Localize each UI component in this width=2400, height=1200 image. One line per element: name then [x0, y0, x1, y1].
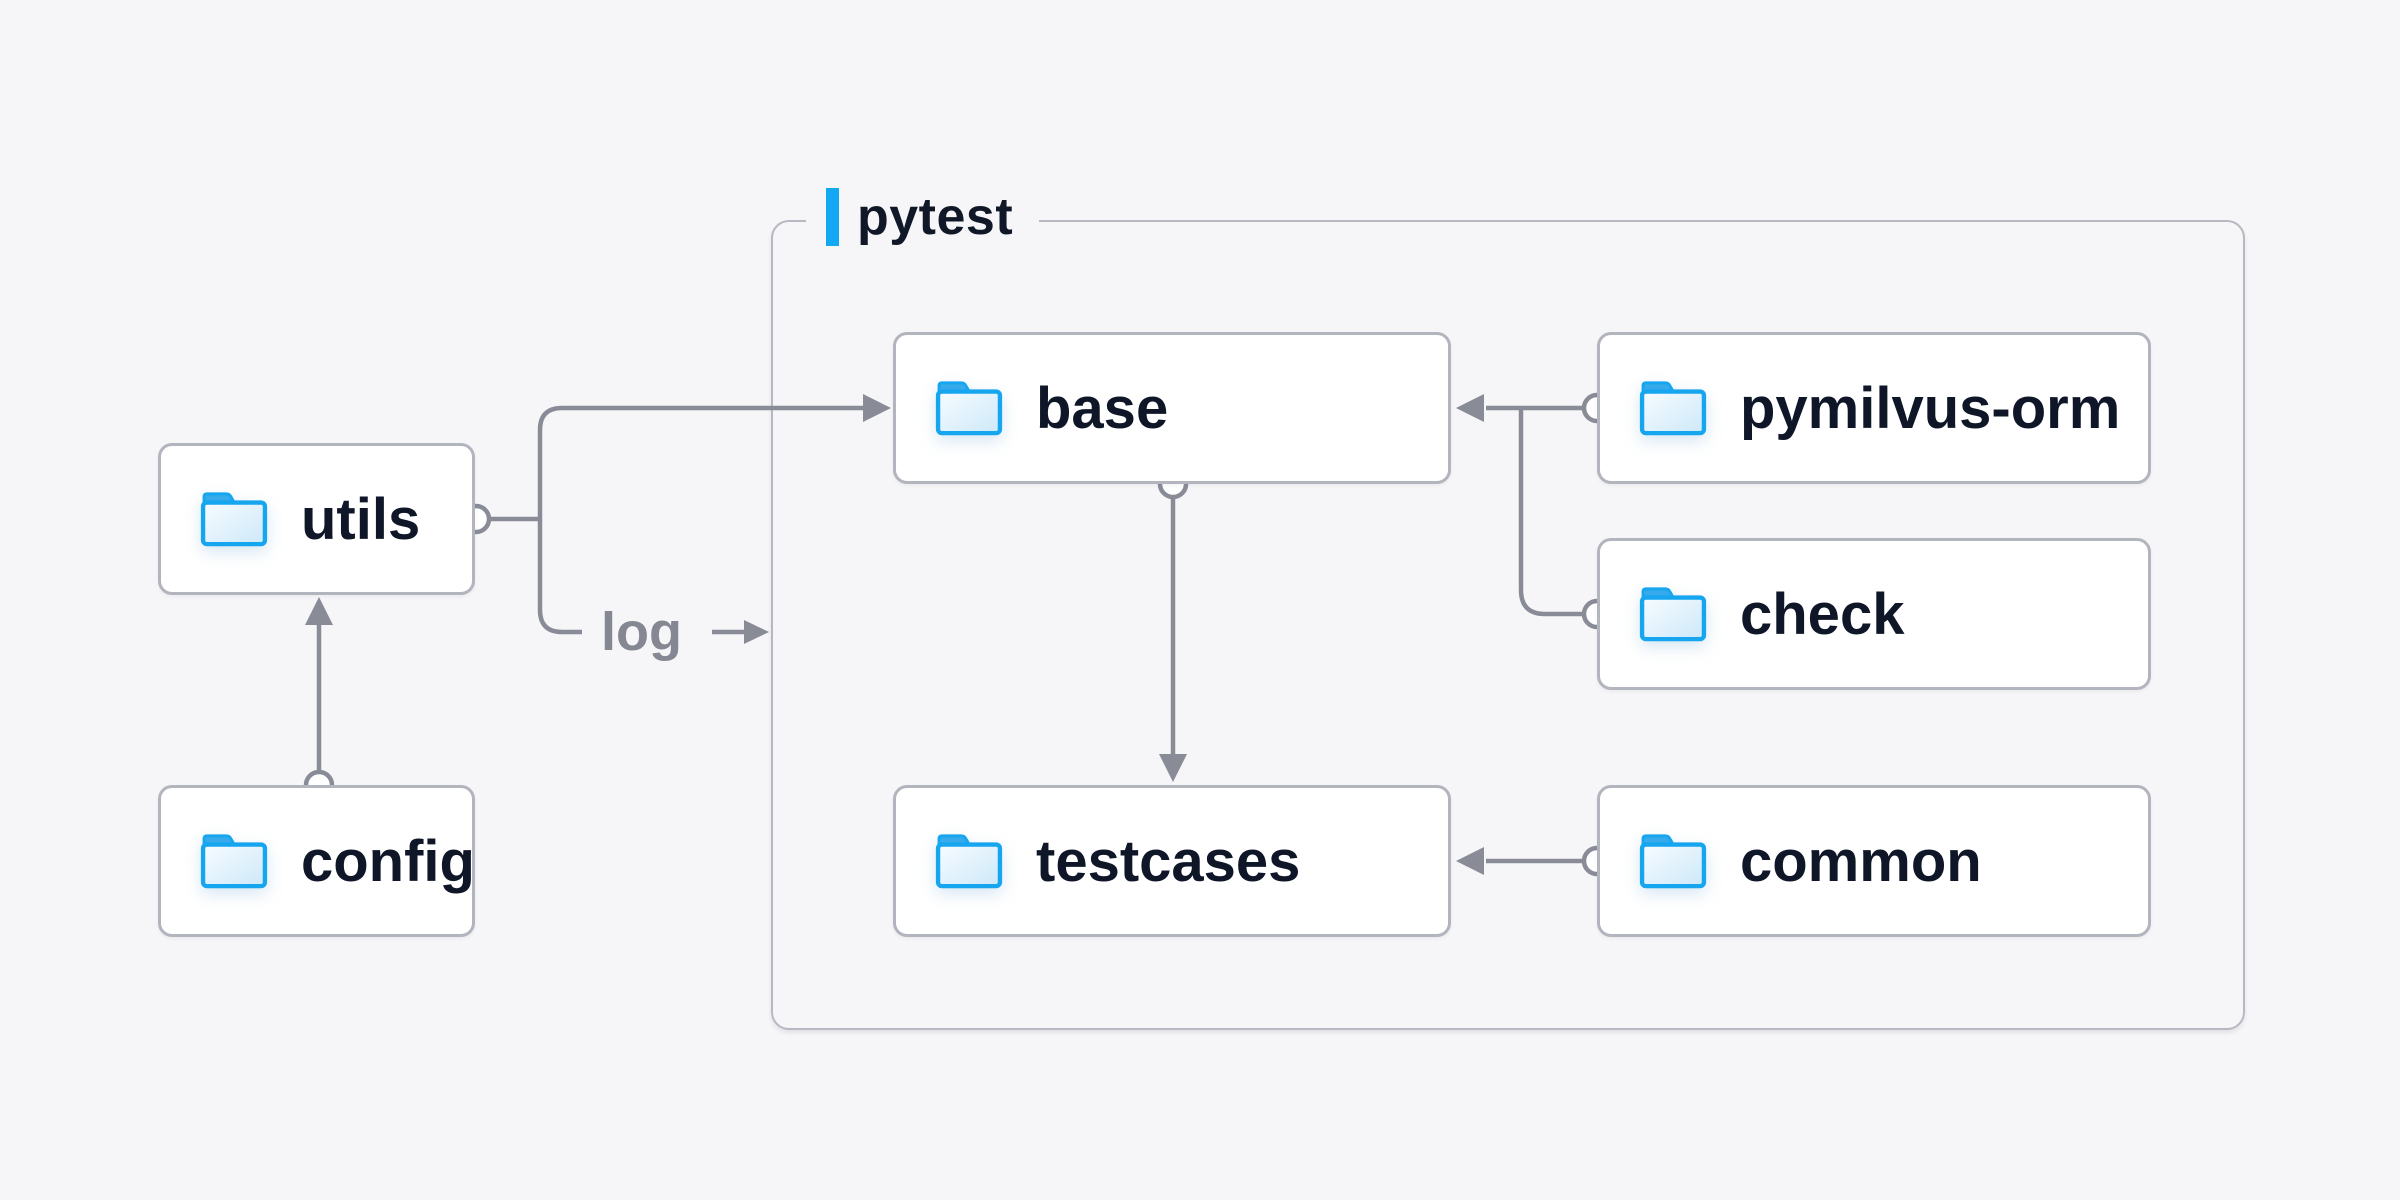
folder-icon	[1636, 379, 1710, 437]
pytest-group-label-text: pytest	[857, 188, 1014, 246]
node-common: common	[1597, 785, 2151, 937]
node-testcases: testcases	[893, 785, 1451, 937]
pytest-group-container	[771, 220, 2245, 1030]
folder-icon	[197, 832, 271, 890]
node-utils: utils	[158, 443, 475, 595]
log-edge-label: log	[601, 602, 682, 662]
node-label-check: check	[1740, 581, 1905, 647]
node-check: check	[1597, 538, 2151, 690]
node-label-base: base	[1036, 375, 1169, 441]
arrowhead-log	[744, 620, 769, 644]
node-config: config	[158, 785, 475, 937]
node-label-utils: utils	[301, 486, 421, 552]
node-base: base	[893, 332, 1451, 484]
node-label-common: common	[1740, 828, 1982, 894]
accent-bar	[826, 188, 839, 246]
folder-icon	[1636, 832, 1710, 890]
folder-icon	[932, 379, 1006, 437]
edge-utils-to-log	[537, 519, 582, 635]
arrowhead-into-utils	[305, 597, 333, 625]
folder-icon	[1636, 585, 1710, 643]
folder-icon	[932, 832, 1006, 890]
node-label-config: config	[301, 828, 475, 894]
pytest-group-label: pytest	[806, 184, 1040, 250]
node-pymilvus-orm: pymilvus-orm	[1597, 332, 2151, 484]
folder-icon	[197, 490, 271, 548]
node-label-testcases: testcases	[1036, 828, 1301, 894]
node-label-pymilvus-orm: pymilvus-orm	[1740, 375, 2121, 441]
